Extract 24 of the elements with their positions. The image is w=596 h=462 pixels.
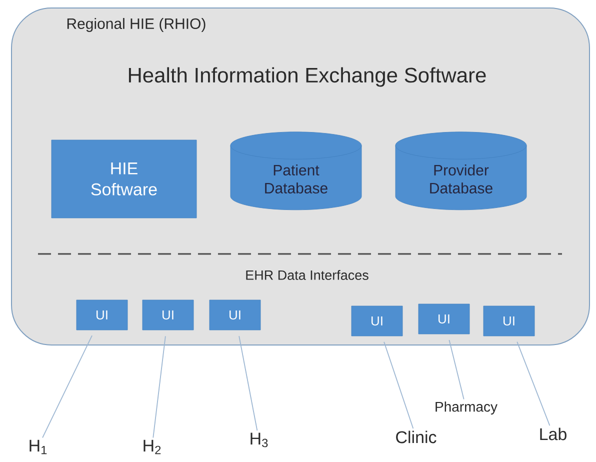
- site-label: Pharmacy: [436, 401, 498, 414]
- site-label: H$_{3}$: [250, 432, 268, 448]
- database-cylinder: Patient Database: [230, 132, 362, 210]
- leader-line: [152, 336, 166, 438]
- software-box: HIE Software: [51, 140, 197, 218]
- interface-box: UI: [76, 300, 128, 330]
- section-heading: EHR Data Interfaces: [246, 270, 368, 280]
- database-cylinder: Provider Database: [395, 132, 527, 210]
- interface-box: UI: [142, 300, 194, 330]
- leader-line: [238, 336, 258, 432]
- interface-box: UI: [209, 300, 261, 330]
- site-label: H$_{1}$: [30, 440, 47, 454]
- leader-line: [448, 340, 464, 400]
- site-label: H$_{2}$: [144, 440, 161, 454]
- site-label: Lab: [540, 428, 566, 440]
- panel-title: Regional HIE (RHIO): [67, 18, 206, 32]
- leader-line: [42, 335, 92, 438]
- site-label: Clinic: [396, 430, 436, 444]
- interface-box: UI: [418, 304, 470, 334]
- leader-line: [384, 341, 414, 429]
- leader-line: [516, 341, 550, 426]
- interface-box: UI: [483, 306, 535, 336]
- interface-box: UI: [351, 306, 403, 336]
- panel-heading: Health Information Exchange Software: [128, 67, 486, 87]
